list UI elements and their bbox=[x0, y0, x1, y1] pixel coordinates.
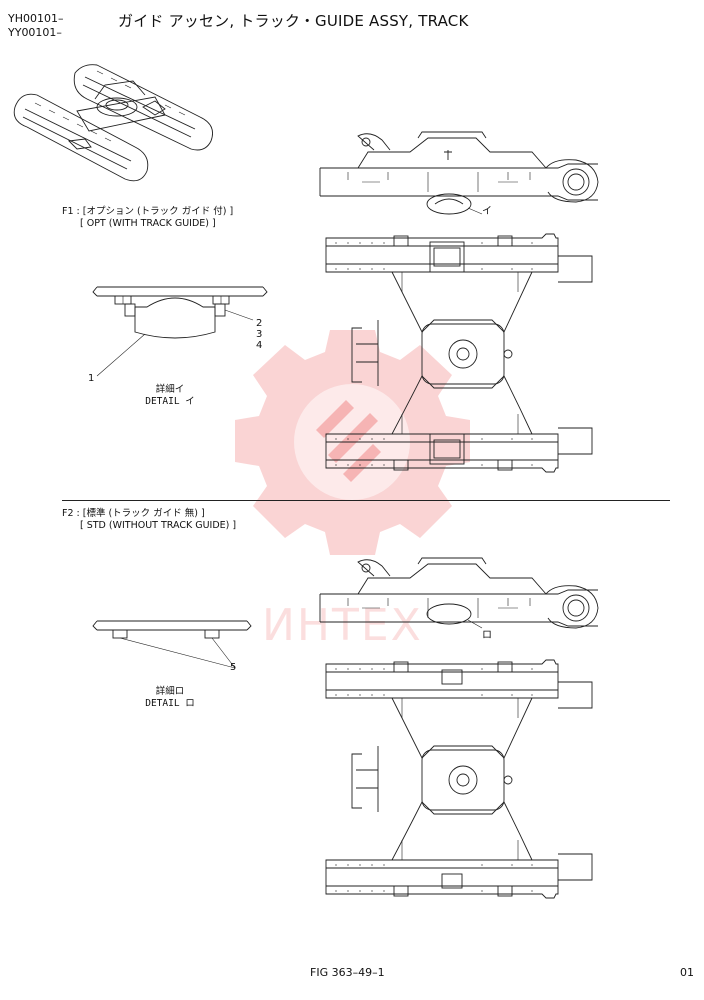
page-number: 01 bbox=[680, 966, 694, 979]
section-divider bbox=[62, 500, 670, 501]
detail-i-label-jp: 詳細イ bbox=[155, 384, 185, 395]
serial-range-1: YH00101– bbox=[8, 12, 64, 25]
section-f1-subcaption: [ OPT (WITH TRACK GUIDE) ] bbox=[80, 218, 216, 229]
detail-i-drawing bbox=[92, 286, 268, 377]
f2-top-view-drawing bbox=[325, 659, 593, 899]
callout-2: 2 bbox=[256, 318, 263, 329]
callout-3: 3 bbox=[256, 329, 263, 340]
undercarriage-isometric-drawing bbox=[13, 64, 214, 182]
callout-5: 5 bbox=[230, 662, 237, 673]
f1-top-view-drawing bbox=[325, 233, 593, 473]
f2-side-view-drawing bbox=[319, 557, 599, 629]
section-f1-caption: F1 : [オプション (トラック ガイド 付) ] bbox=[62, 206, 234, 217]
watermark-text: ИНТЕХ bbox=[262, 600, 423, 651]
callout-1: 1 bbox=[88, 373, 95, 384]
detail-i-marker: イ bbox=[482, 206, 492, 217]
serial-range-2: YY00101– bbox=[8, 26, 62, 39]
section-f2-caption: F2 : [標準 (トラック ガイド 無) ] bbox=[62, 508, 205, 519]
page-title: ガイド アッセン, トラック・GUIDE ASSY, TRACK bbox=[118, 12, 469, 30]
figure-number: FIG 363–49–1 bbox=[310, 966, 385, 979]
detail-i-label-en: DETAIL イ bbox=[145, 396, 195, 407]
f1-side-view-drawing bbox=[319, 131, 599, 215]
detail-ro-label-en: DETAIL ロ bbox=[145, 698, 195, 709]
detail-ro-label-jp: 詳細ロ bbox=[155, 686, 185, 697]
detail-ro-drawing bbox=[92, 620, 252, 669]
section-f2-subcaption: [ STD (WITHOUT TRACK GUIDE) ] bbox=[80, 520, 237, 531]
detail-ro-marker: ロ bbox=[482, 630, 492, 641]
callout-4: 4 bbox=[256, 340, 263, 351]
